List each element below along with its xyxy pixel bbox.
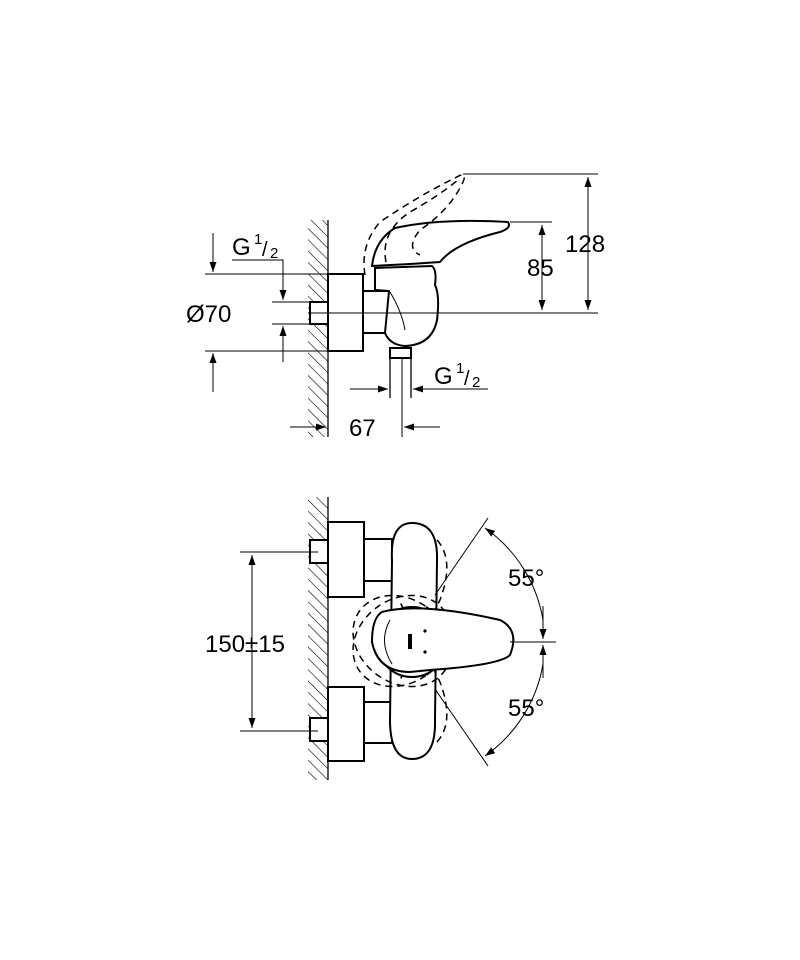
- svg-text:G: G: [434, 363, 453, 390]
- svg-text:2: 2: [472, 374, 480, 391]
- valve-body: [374, 264, 440, 348]
- front-view: 150±15 55° 55°: [205, 497, 556, 780]
- angle-arc-down: [484, 663, 544, 757]
- lever-marking: [408, 634, 412, 649]
- lower-connector: [363, 701, 393, 744]
- angle-arc-up: [484, 527, 544, 621]
- dim-diameter-label: Ø70: [186, 301, 231, 328]
- upper-flange: [327, 521, 365, 598]
- inlet-thread-label: G 1 / 2: [232, 231, 278, 262]
- wall-hatching: [308, 220, 328, 437]
- angle-down-label: 55°: [508, 695, 544, 722]
- dim-centres-label: 150±15: [205, 631, 285, 658]
- svg-text:/: /: [464, 368, 470, 390]
- dim-67-label: 67: [349, 415, 376, 442]
- upper-connector: [363, 538, 393, 582]
- lever-handle: [370, 607, 515, 674]
- outlet-thread-label: G 1 / 2: [434, 360, 480, 391]
- body-detail: [384, 290, 406, 334]
- svg-text:/: /: [262, 239, 268, 261]
- lower-nipple: [309, 717, 329, 742]
- lower-flange: [327, 686, 365, 762]
- dim-128-label: 128: [565, 231, 605, 258]
- side-view: 85 128 Ø70 G 1 / 2 G 1 / 2: [186, 173, 605, 442]
- angle-up-label: 55°: [508, 565, 544, 592]
- svg-text:1: 1: [254, 231, 262, 248]
- wall-hatching: [308, 497, 328, 780]
- lever-lifted-inner: [384, 179, 459, 263]
- lever-position-up: [352, 594, 452, 688]
- svg-text:2: 2: [270, 245, 278, 262]
- dim-85-label: 85: [527, 255, 554, 282]
- lever-handle: [370, 219, 510, 268]
- outlet-thread: [389, 347, 412, 359]
- svg-text:1: 1: [456, 360, 464, 377]
- svg-text:G: G: [232, 234, 251, 261]
